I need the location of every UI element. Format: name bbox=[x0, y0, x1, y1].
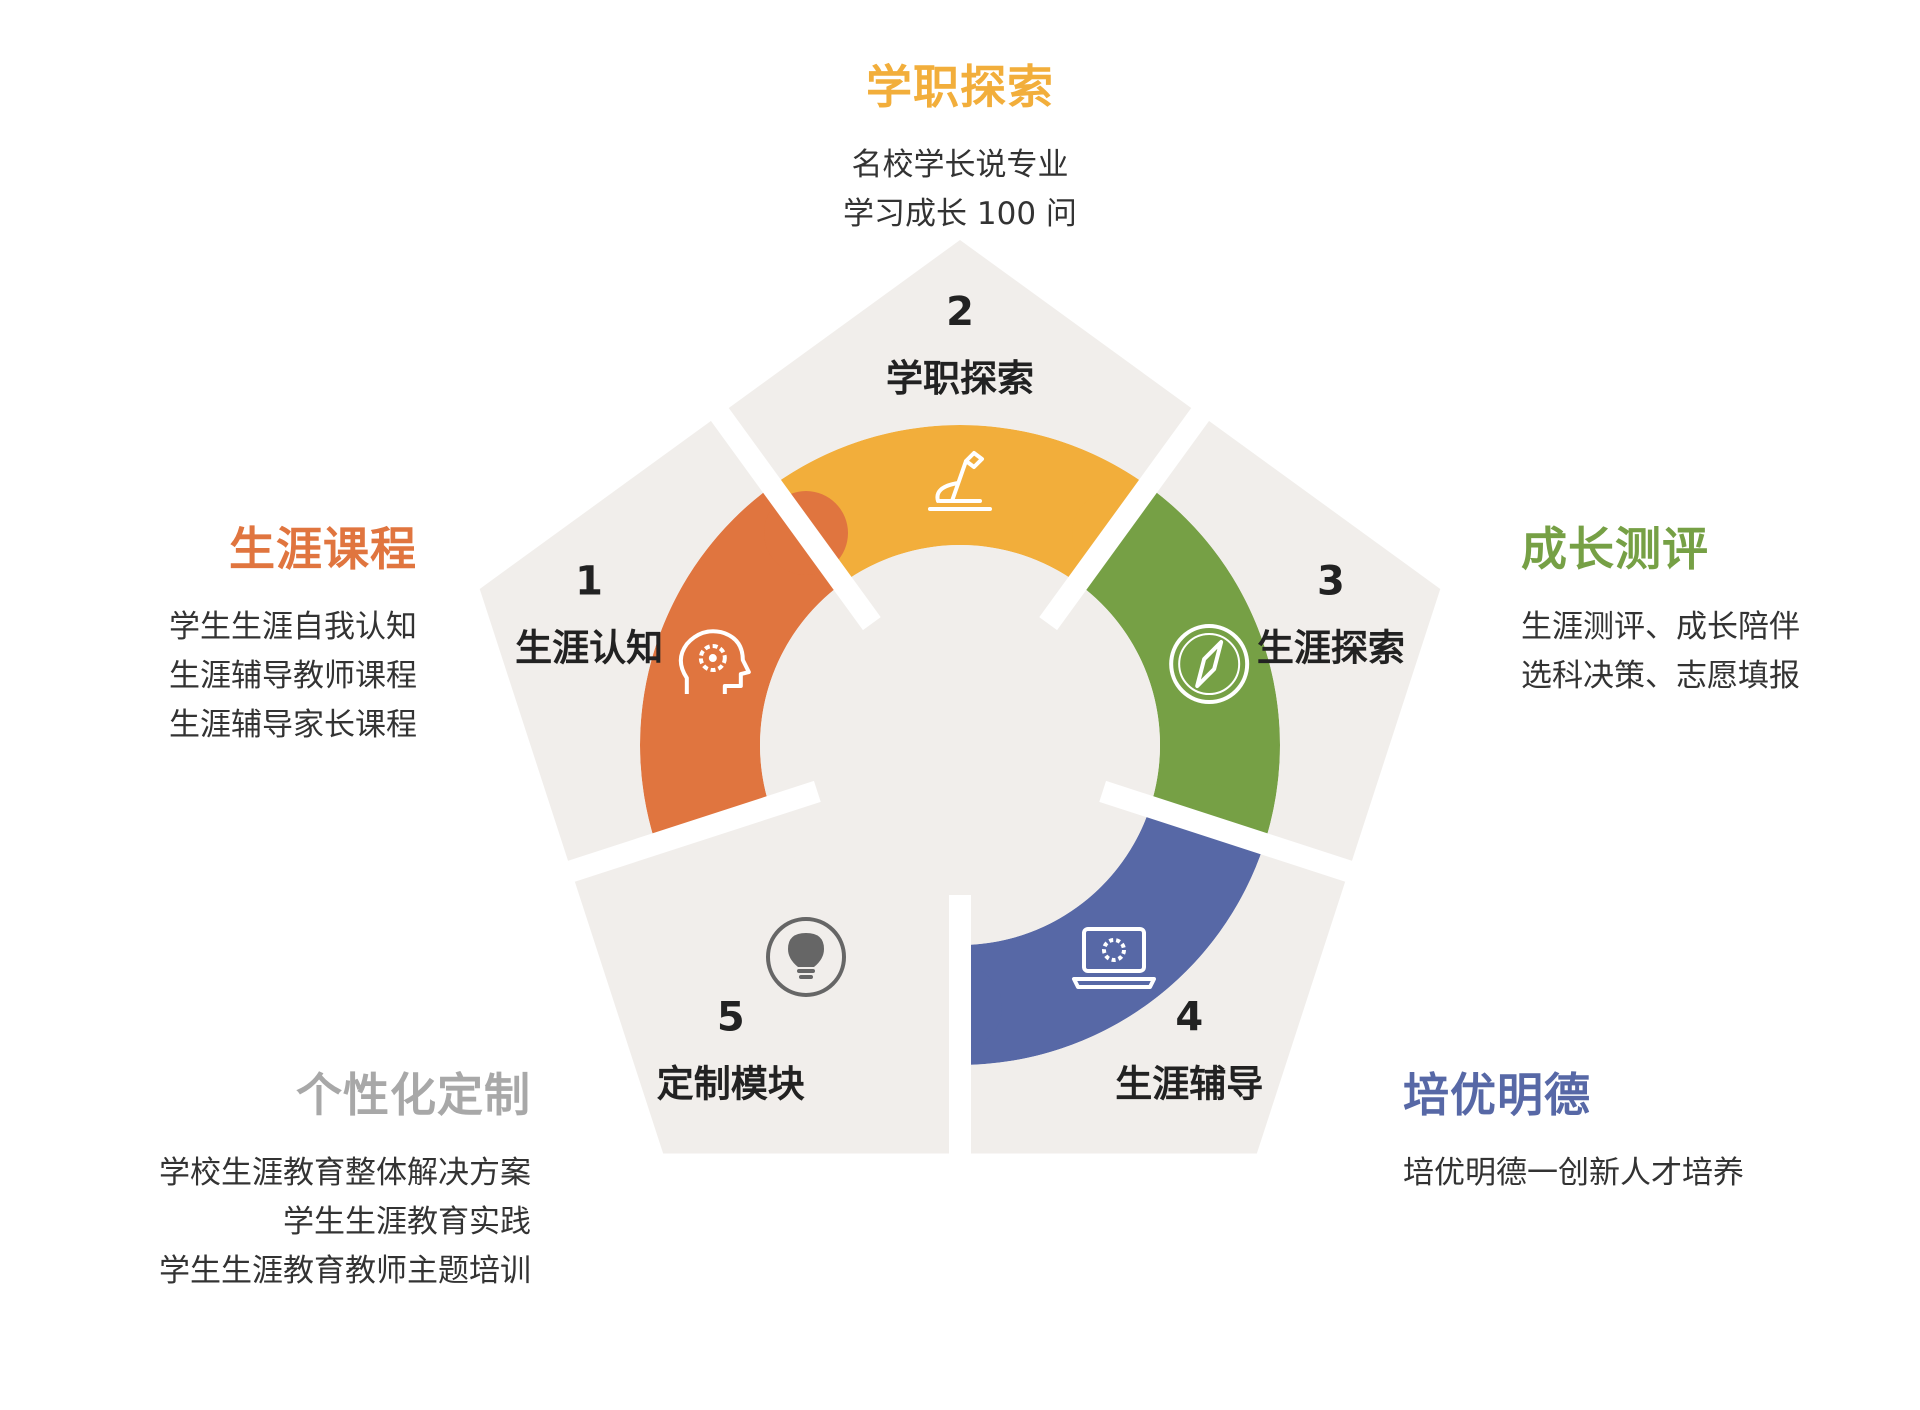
side-block-bottom-left: 个性化定制 学校生涯教育整体解决方案 学生生涯教育实践 学生生涯教育教师主题培训 bbox=[159, 1068, 531, 1296]
side-line: 选科决策、志愿填报 bbox=[1521, 658, 1800, 695]
segment-label-1: 生涯认知 bbox=[515, 626, 663, 669]
divider-line bbox=[1099, 780, 1420, 904]
side-line: 生涯辅导教师课程 bbox=[169, 658, 417, 695]
divider-line bbox=[500, 780, 821, 904]
side-line: 学生生涯自我认知 bbox=[169, 609, 417, 646]
side-line: 学习成长 100 问 bbox=[843, 196, 1077, 233]
side-line: 学生生涯教育教师主题培训 bbox=[159, 1253, 531, 1290]
microscope-icon bbox=[928, 451, 992, 511]
segment-number-5: 5 bbox=[717, 995, 745, 1041]
side-block-top: 学职探索 名校学长说专业 学习成长 100 问 bbox=[710, 60, 1210, 239]
segment-label-3: 生涯探索 bbox=[1257, 626, 1405, 669]
side-line: 生涯测评、成长陪伴 bbox=[1521, 609, 1800, 646]
side-line: 学生生涯教育实践 bbox=[283, 1204, 531, 1241]
side-title-bottom-left: 个性化定制 bbox=[296, 1068, 531, 1122]
segment-number-2: 2 bbox=[946, 289, 974, 335]
head-gear-icon bbox=[678, 629, 751, 695]
laptop-gear-icon bbox=[1071, 926, 1156, 989]
side-block-bottom-right: 培优明德 培优明德一创新人才培养 bbox=[1403, 1068, 1744, 1198]
segment-label-2: 学职探索 bbox=[886, 357, 1034, 400]
side-block-left: 生涯课程 学生生涯自我认知 生涯辅导教师课程 生涯辅导家长课程 bbox=[169, 522, 417, 750]
side-title-left: 生涯课程 bbox=[229, 522, 417, 576]
side-line: 学校生涯教育整体解决方案 bbox=[159, 1155, 531, 1192]
divider-line bbox=[1039, 350, 1252, 631]
side-line: 生涯辅导家长课程 bbox=[169, 707, 417, 744]
ring-segment-4 bbox=[960, 806, 1265, 1065]
side-title-bottom-right: 培优明德 bbox=[1403, 1068, 1591, 1122]
segment-number-3: 3 bbox=[1317, 558, 1345, 604]
side-block-right: 成长测评 生涯测评、成长陪伴 选科决策、志愿填报 bbox=[1521, 522, 1800, 701]
divider-line bbox=[668, 350, 881, 631]
side-line: 培优明德一创新人才培养 bbox=[1403, 1155, 1744, 1192]
lightbulb-icon bbox=[766, 916, 847, 997]
side-title-top: 学职探索 bbox=[866, 60, 1054, 114]
segment-label-4: 生涯辅导 bbox=[1115, 1063, 1263, 1106]
segment-number-1: 1 bbox=[575, 558, 603, 604]
segment-number-4: 4 bbox=[1175, 995, 1203, 1041]
ring-segment-2 bbox=[771, 425, 1149, 584]
segment-label-5: 定制模块 bbox=[657, 1063, 805, 1106]
ring-segment-1 bbox=[639, 486, 843, 844]
compass-icon bbox=[1169, 624, 1250, 705]
side-line: 名校学长说专业 bbox=[851, 147, 1069, 184]
side-title-right: 成长测评 bbox=[1521, 522, 1709, 576]
